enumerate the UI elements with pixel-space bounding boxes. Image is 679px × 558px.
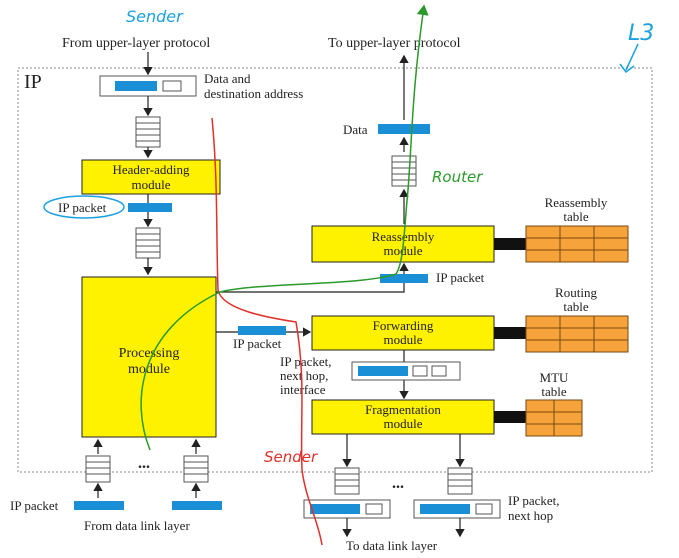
forwarding-module	[311, 315, 495, 351]
nexthop-label-2: next hop,	[280, 368, 328, 383]
ip-packet-label-forwarding: IP packet	[233, 336, 282, 351]
router-path-green	[140, 4, 429, 451]
forwarding-label-2: module	[384, 332, 423, 347]
to-dll-label: To data link layer	[346, 538, 438, 553]
queue-upper-left	[135, 116, 161, 148]
mtu-table	[525, 399, 583, 437]
annotation-l3: L3	[628, 21, 654, 46]
ip-packet-label-reassembly: IP packet	[436, 270, 485, 285]
data-block-right	[378, 124, 430, 134]
dots-in: ...	[138, 455, 150, 472]
from-dll-label: From data link layer	[84, 518, 190, 533]
processing-label-1: Processing	[119, 346, 180, 361]
in-packet-2	[172, 501, 222, 510]
routing-table	[525, 315, 629, 353]
routing-table-label-2: table	[563, 299, 588, 314]
fragmentation-label-1: Fragmentation	[365, 402, 441, 417]
dots-out: ...	[392, 475, 404, 492]
header-adding-module	[81, 159, 221, 195]
data-dest-label-1: Data and	[204, 71, 251, 86]
from-upper-label: From upper-layer protocol	[62, 36, 210, 51]
sender-path-red	[211, 117, 323, 546]
nexthop-label-1: IP packet,	[280, 354, 332, 369]
ip-packet-block-left	[128, 203, 172, 212]
processing-module	[81, 276, 217, 438]
out-pkt-label-1: IP packet,	[508, 493, 560, 508]
ip-packet-block-forwarding	[238, 326, 286, 335]
ip-packet-block-reassembly	[380, 274, 428, 283]
queue-upper-right	[391, 155, 417, 187]
ip-boundary	[17, 67, 653, 473]
hand-circle-annotation	[43, 195, 125, 219]
reassembly-table-label-2: table	[563, 209, 588, 224]
data-dest-label-2: destination address	[204, 86, 303, 101]
nexthop-label-3: interface	[280, 382, 326, 397]
annotation-sender-bottom: Sender	[264, 448, 318, 466]
reassembly-table-label-1: Reassembly	[545, 195, 608, 210]
reassembly-label-1: Reassembly	[372, 229, 435, 244]
queue-out-2	[447, 467, 473, 495]
routing-table-label-1: Routing	[555, 285, 597, 300]
reassembly-table	[525, 225, 629, 263]
mtu-table-label-2: table	[541, 384, 566, 399]
data-label: Data	[343, 122, 368, 137]
forwarding-label-1: Forwarding	[373, 318, 434, 333]
queue-out-1	[334, 467, 360, 495]
ip-packet-label-in: IP packet	[10, 498, 59, 513]
fragmentation-label-2: module	[384, 416, 423, 431]
ip-packet-label-left: IP packet	[58, 200, 107, 215]
in-packet-1	[74, 501, 124, 510]
to-upper-label: To upper-layer protocol	[328, 36, 461, 51]
queue-in-2	[183, 455, 209, 483]
ip-label: IP	[24, 71, 42, 93]
processing-label-2: module	[128, 362, 170, 377]
annotation-sender-top: Sender	[126, 7, 184, 26]
annotation-router: Router	[432, 168, 483, 186]
out-pkt-label-2: next hop	[508, 508, 553, 523]
header-adding-label-2: module	[132, 177, 171, 192]
data-block	[115, 81, 157, 91]
queue-mid-left	[135, 227, 161, 259]
mtu-table-label-1: MTU	[540, 370, 570, 385]
header-adding-label-1: Header-adding	[113, 162, 190, 177]
queue-in-1	[85, 455, 111, 483]
